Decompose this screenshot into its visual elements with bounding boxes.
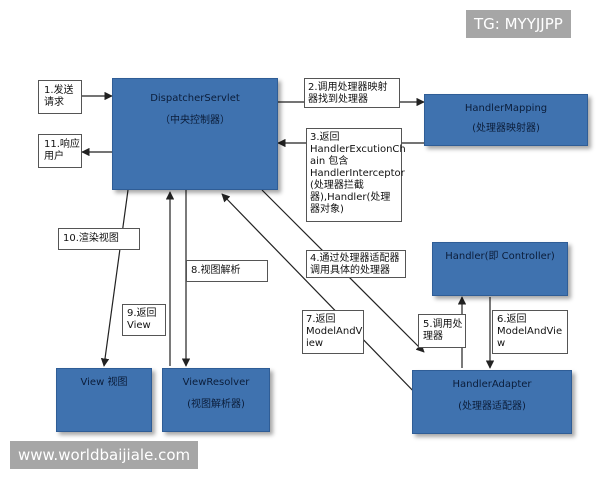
handler-box: Handler(即 Controller) [432, 242, 568, 296]
step-6-label: 6.返回 ModelAndVie w [492, 310, 568, 354]
step-10-label: 10.渲染视图 [58, 228, 140, 250]
watermark-top: TG: MYYJJPP [466, 10, 571, 38]
view-resolver-title: ViewResolver [182, 377, 250, 388]
handler-mapping-box: HandlerMapping (处理器映射器) [424, 94, 588, 146]
step-8-label: 8.视图解析 [186, 260, 268, 282]
view-title: View 视图 [80, 377, 128, 388]
view-resolver-box: ViewResolver (视图解析器) [162, 368, 270, 432]
view-resolver-subtitle: (视图解析器) [187, 399, 245, 410]
step-2-label: 2.调用处理器映射 器找到处理器 [304, 78, 400, 108]
watermark-bottom: www.worldbaijiale.com [10, 441, 199, 469]
dispatcher-subtitle: （中央控制器） [160, 115, 230, 126]
handler-title: Handler(即 Controller) [445, 251, 555, 262]
view-box: View 视图 [56, 368, 152, 432]
step-1-label: 1.发送 请求 [38, 80, 82, 114]
handler-adapter-title: HandlerAdapter [452, 379, 532, 390]
dispatcher-title: DispatcherServlet [150, 93, 240, 104]
arrow-10 [100, 189, 129, 367]
step-5-label: 5.调用处 理器 [418, 314, 466, 348]
step-11-label: 11.响应 用户 [38, 134, 82, 168]
step-3-label: 3.返回 HandlerExcutionCh ain 包含 HandlerInt… [306, 128, 406, 222]
handler-mapping-subtitle: (处理器映射器) [472, 123, 540, 134]
step-9-label: 9.返回 View [122, 304, 166, 336]
handler-adapter-subtitle: (处理器适配器) [458, 401, 526, 412]
arrow-7 [221, 193, 421, 399]
handler-adapter-box: HandlerAdapter (处理器适配器) [412, 370, 572, 434]
step-4-label: 4.通过处理器适配器 调用具体的处理器 [306, 250, 406, 278]
dispatcher-servlet-box: DispatcherServlet （中央控制器） [112, 78, 278, 190]
step-7-label: 7.返回 ModelAndV iew [302, 310, 364, 354]
handler-mapping-title: HandlerMapping [464, 103, 548, 114]
